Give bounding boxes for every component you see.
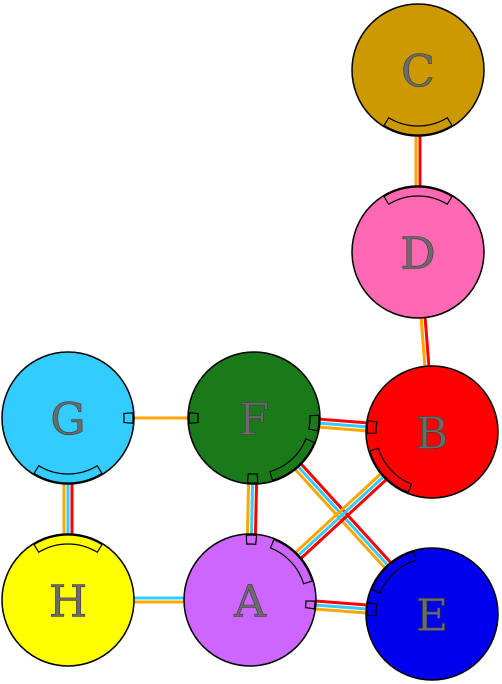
- node-label-B: B: [416, 409, 448, 460]
- edge-strand: [311, 603, 371, 611]
- node-C[interactable]: [351, 3, 485, 137]
- node-label-H: H: [49, 577, 87, 628]
- node-E[interactable]: [365, 547, 499, 681]
- node-label-G: G: [50, 395, 85, 446]
- arc-G-H: [33, 464, 103, 484]
- edge-strand: [245, 479, 251, 538]
- node-label-E: E: [416, 591, 448, 642]
- arc-E-A: [366, 601, 378, 617]
- node-A[interactable]: [183, 533, 317, 667]
- arc-A-B: [269, 538, 313, 585]
- node-label-A: A: [233, 577, 267, 628]
- node-label-F: F: [239, 395, 270, 446]
- arc-A-E: [304, 600, 316, 610]
- arc-F-A: [246, 473, 259, 484]
- edge-D-B: [419, 313, 431, 371]
- arc-F-E: [269, 438, 316, 482]
- edge-strand: [249, 479, 255, 539]
- arc-B-A: [369, 447, 413, 494]
- node-B[interactable]: [365, 365, 499, 499]
- edge-C-D: [414, 132, 422, 190]
- node-H[interactable]: [1, 533, 135, 667]
- edge-strand: [291, 470, 385, 557]
- edge-F-A: [245, 479, 259, 539]
- arc-D-C: [383, 186, 453, 206]
- arc-C-D: [383, 116, 453, 136]
- edge-strand: [316, 417, 371, 425]
- edge-strand: [315, 425, 370, 433]
- arc-E-F: [370, 550, 417, 594]
- node-F[interactable]: [187, 351, 321, 485]
- node-G[interactable]: [1, 351, 135, 485]
- arc-A-F: [245, 534, 258, 545]
- edge-B-A: [291, 470, 391, 562]
- edge-F-B: [315, 417, 371, 433]
- edge-strand: [294, 472, 388, 560]
- edge-strand: [423, 313, 431, 371]
- edge-strand: [253, 480, 259, 539]
- edge-strand: [419, 313, 427, 371]
- node-label-D: D: [400, 229, 435, 280]
- arc-H-G: [33, 534, 103, 554]
- node-label-C: C: [401, 47, 435, 98]
- nodes-layer: [1, 3, 499, 681]
- edge-strand: [312, 599, 371, 607]
- edge-G-H: [62, 480, 74, 538]
- edge-strand: [311, 607, 370, 615]
- arcs-layer: [33, 116, 453, 617]
- edge-H-A: [130, 596, 188, 604]
- node-D[interactable]: [351, 185, 485, 319]
- edge-A-E: [311, 599, 371, 615]
- labels-layer: C D G F B H A E: [49, 46, 449, 642]
- arc-F-B: [308, 414, 320, 432]
- edge-strand: [315, 421, 371, 429]
- edges-layer: [62, 132, 431, 615]
- arc-G-F: [123, 412, 134, 424]
- arc-B-F: [366, 419, 378, 435]
- arc-F-G: [188, 412, 199, 424]
- edge-strand: [297, 475, 391, 562]
